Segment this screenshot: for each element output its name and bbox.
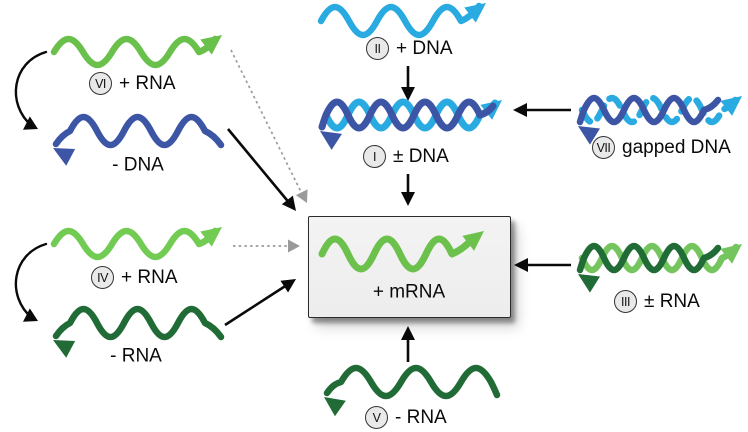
numeral-circle-iii: III <box>614 290 637 313</box>
dashed-arrow-iv-to-mrna-head <box>288 239 300 253</box>
group-vi-text: + RNA <box>119 73 176 94</box>
group-vi-minus-dna-strand-arrowhead <box>53 148 76 166</box>
helix-vii-dark-strand <box>576 94 722 126</box>
numeral-circle-vii: VII <box>592 136 615 159</box>
group-v-text: - RNA <box>395 407 447 428</box>
iv-product-label: - RNA <box>110 345 162 367</box>
curved-arrow-iv-head <box>23 308 38 322</box>
group-iv-text: + RNA <box>121 267 178 288</box>
helix-i-dark-strand-arrowhead <box>320 131 342 150</box>
arrow-minus-rna-to-mrna-head <box>280 279 296 293</box>
group-vi-label: VI + RNA <box>89 72 176 95</box>
group-vi-plus-rna-strand-arrowhead <box>200 35 222 55</box>
vi-product-label: - DNA <box>112 154 164 176</box>
group-ii-plus-dna-strand-arrowhead <box>464 3 486 23</box>
group-vii-label: VII gapped DNA <box>592 136 731 159</box>
curved-arrow-vi-head <box>23 116 38 130</box>
group-iii-label: III ± RNA <box>614 290 700 313</box>
curved-arrow-vi <box>14 50 48 128</box>
helix-iii-dark-strand <box>576 242 722 274</box>
group-ii-plus-dna-strand <box>317 2 483 39</box>
group-iv-minus-rna-strand-arrowhead <box>53 340 76 358</box>
dashed-arrow-vi-to-mrna <box>230 49 304 197</box>
group-iv-minus-rna-strand <box>52 305 225 341</box>
helix-vii-gapped-strand <box>578 94 740 126</box>
curved-arrow-iv <box>14 242 48 320</box>
arrow-v-to-mrna-head <box>401 326 415 340</box>
dashed-arrow-vi-to-mrna-head <box>295 189 308 203</box>
group-ii-label: II + DNA <box>366 37 453 60</box>
arrow-minus-rna-to-mrna <box>224 281 291 327</box>
helix-vii-gapped-strand-arrowhead <box>720 96 742 116</box>
numeral-circle-iv: IV <box>91 266 114 289</box>
arrow-ii-to-i-head <box>401 87 415 101</box>
helix-iii-light-strand <box>578 242 740 274</box>
helix-i-light-strand <box>322 98 499 132</box>
group-i-text: ± DNA <box>393 146 449 167</box>
group-iv-plus-rna-strand <box>50 227 219 261</box>
group-iv-plus-rna-strand-arrowhead <box>200 227 222 247</box>
group-iv-label: IV + RNA <box>91 266 178 289</box>
group-vii-text: gapped DNA <box>622 137 731 158</box>
group-ii-text: + DNA <box>396 38 453 59</box>
numeral-circle-ii: II <box>366 37 389 60</box>
group-iii-text: ± RNA <box>644 291 700 312</box>
numeral-circle-vi: VI <box>89 72 112 95</box>
mrna-box-label: + mRNA <box>372 281 446 303</box>
helix-iii-light-strand-arrowhead <box>720 244 742 264</box>
group-i-label: I ± DNA <box>363 145 449 168</box>
arrow-minus-dna-to-mrna <box>226 128 293 206</box>
helix-i-dark-strand <box>318 98 497 132</box>
group-v-minus-rna-strand <box>323 364 501 400</box>
group-vi-plus-rna-strand <box>50 35 219 69</box>
arrow-minus-dna-to-mrna-head <box>281 195 296 211</box>
arrow-vii-to-i-head <box>513 103 527 117</box>
arrow-i-to-mrna-head <box>401 192 415 206</box>
numeral-circle-i: I <box>363 145 386 168</box>
helix-i-light-strand-arrowhead <box>480 100 502 120</box>
group-vi-minus-dna-strand <box>52 113 225 149</box>
mrna-box <box>308 216 511 318</box>
group-v-minus-rna-strand-arrowhead <box>324 397 346 417</box>
group-v-label: V - RNA <box>365 406 447 429</box>
helix-iii-dark-strand-arrowhead <box>578 274 600 293</box>
arrow-iii-to-mrna-head <box>514 258 528 272</box>
numeral-circle-v: V <box>365 406 388 429</box>
